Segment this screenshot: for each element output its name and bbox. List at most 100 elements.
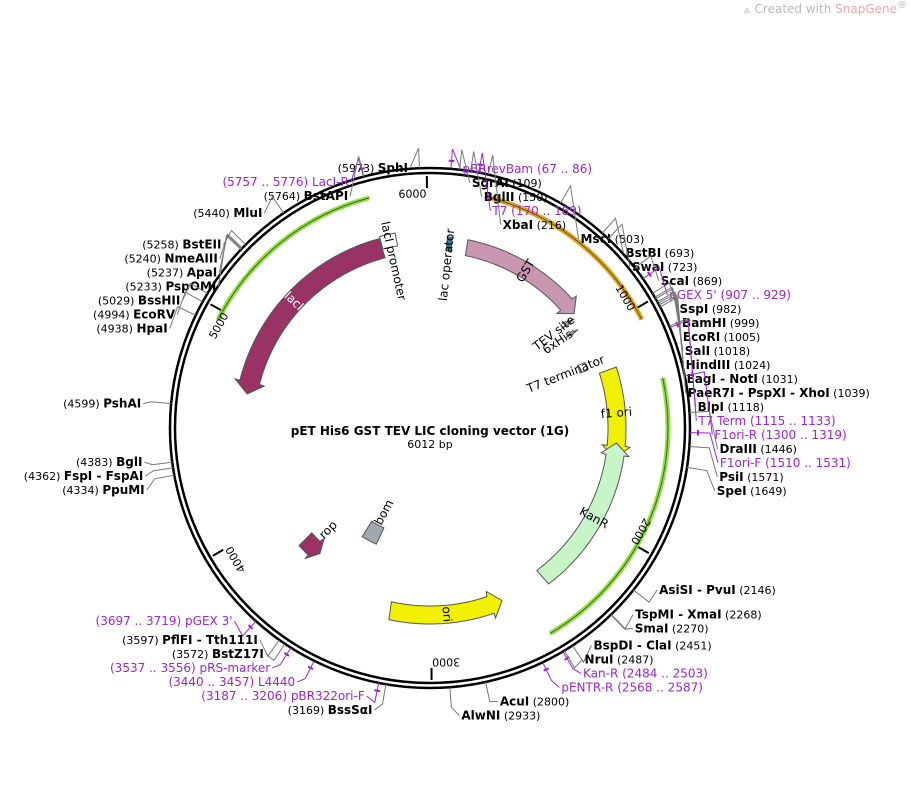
restriction-site-label[interactable]: (5973) SphI	[338, 161, 408, 175]
restriction-site-label[interactable]: TspMI - XmaI (2268)	[635, 607, 761, 621]
site-leader-line	[143, 401, 172, 405]
site-leader-line	[449, 687, 460, 716]
feature-laci-promoter-label: lacI promoter	[378, 220, 409, 302]
site-leader-line	[689, 445, 718, 477]
site-leader-line	[349, 157, 364, 197]
restriction-site-label[interactable]: HindIII (1024)	[686, 358, 771, 372]
backbone-inner-ring	[173, 171, 687, 685]
restriction-site-label[interactable]: BglII (150)	[484, 190, 548, 204]
feature-gst	[464, 239, 577, 315]
restriction-site-label[interactable]: (5233) PspOMI	[125, 280, 216, 294]
restriction-site-label[interactable]: NruI (2487)	[585, 652, 654, 666]
restriction-site-label[interactable]: (4362) FspI - FspAI	[24, 469, 144, 483]
primer-label[interactable]: T7 Term (1115 .. 1133)	[697, 414, 835, 428]
connector-lines	[215, 194, 671, 636]
primer-label[interactable]: (3537 .. 3556) pRS-marker	[110, 661, 270, 675]
restriction-site-label[interactable]: (4383) BglI	[76, 455, 142, 469]
site-leader-line	[219, 233, 243, 259]
primer-label[interactable]: Kan-R (2484 .. 2503)	[583, 666, 708, 680]
feature-ori	[388, 590, 503, 625]
restriction-site-label[interactable]: BamHI (999)	[682, 316, 759, 330]
restriction-site-label[interactable]: SpeI (1649)	[717, 484, 787, 498]
restriction-site-label[interactable]: SalI (1018)	[685, 344, 750, 358]
feature-rop	[298, 532, 326, 560]
restriction-site-label[interactable]: BspDI - ClaI (2451)	[593, 638, 711, 652]
restriction-site-label[interactable]: XbaI (216)	[503, 218, 566, 232]
site-leader-line	[560, 184, 580, 239]
primer-label[interactable]: F1ori-R (1300 .. 1319)	[714, 428, 846, 442]
restriction-site-label[interactable]: (5237) ApaI	[147, 266, 218, 280]
restriction-site-label[interactable]: BstBI (693)	[626, 246, 695, 260]
site-leader-line	[181, 282, 208, 301]
site-leader-line	[470, 151, 483, 197]
restriction-site-label[interactable]: AcuI (2800)	[500, 694, 570, 708]
site-leader-line	[485, 681, 498, 703]
tick-mark	[637, 546, 650, 554]
restriction-site-label[interactable]: (3169) BssSαI	[288, 703, 373, 717]
site-leader-line	[607, 223, 631, 267]
site-leader-line	[689, 410, 718, 449]
restriction-site-label[interactable]: SgrAI (109)	[472, 176, 542, 190]
primer-label[interactable]: (5757 .. 5776) LacI-R	[222, 175, 348, 189]
restriction-site-label[interactable]: (4334) PpuMI	[62, 483, 144, 497]
primer-leader-line	[689, 432, 719, 463]
brand-logo-icon: ⟑	[743, 2, 755, 16]
restriction-site-label[interactable]: (5258) BstEII	[142, 238, 221, 252]
tick-mark	[212, 548, 224, 557]
restriction-site-label[interactable]: (5029) BssHII	[98, 294, 180, 308]
primer-label[interactable]: T7 (170 .. 189)	[491, 204, 581, 218]
site-leader-line	[217, 234, 242, 287]
tick-mark	[637, 300, 649, 309]
restriction-site-label[interactable]: PaeR7I - PspXI - XhoI (1039)	[688, 386, 870, 400]
restriction-site-label[interactable]: (5440) MluI	[193, 206, 262, 220]
restriction-site-label[interactable]: (5240) NmeAIII	[124, 252, 217, 266]
site-leader-line	[686, 467, 716, 492]
feature-lac-operator-label: lac operator	[436, 228, 458, 302]
restriction-site-label[interactable]: EagI - NotI (1031)	[687, 372, 798, 386]
tick-mark	[209, 303, 222, 312]
feature-t7-terminator-label: T7 terminator	[524, 352, 607, 396]
feature-tev-site	[561, 318, 575, 329]
restriction-site-label[interactable]: SspI (982)	[680, 302, 742, 316]
feature-guide-line-core	[486, 196, 643, 320]
site-leader-line	[263, 195, 285, 214]
site-leader-line	[659, 296, 687, 393]
restriction-site-label[interactable]: (3572) BstZ17I	[172, 647, 264, 661]
restriction-site-label[interactable]: EcoRI (1005)	[683, 330, 760, 344]
primer-label[interactable]: (3440 .. 3457) L4440	[168, 675, 295, 689]
site-leader-line	[409, 148, 420, 169]
primer-leader-line	[272, 647, 292, 669]
restriction-site-label[interactable]: (4599) PshAI	[63, 397, 141, 411]
restriction-site-label[interactable]: (3597) PflFI - Tth111I	[122, 633, 258, 647]
primer-label[interactable]: pBRrevBam (67 .. 86)	[463, 162, 593, 176]
feature-guide-line-core	[549, 377, 669, 634]
tick-label: 2000	[628, 516, 653, 547]
restriction-site-label[interactable]: (5764) BstAPI	[264, 189, 349, 203]
restriction-site-label[interactable]: SmaI (2270)	[635, 621, 709, 635]
primer-label[interactable]: (3187 .. 3206) pBR322ori-F	[201, 689, 365, 703]
feature-rop-label: rop	[316, 518, 340, 542]
restriction-site-label[interactable]: (4938) HpaI	[96, 322, 167, 336]
restriction-site-label[interactable]: AsiSI - PvuI (2146)	[659, 583, 776, 597]
site-leader-line	[633, 589, 658, 604]
site-leader-line	[563, 650, 583, 669]
restriction-site-label[interactable]: SwaI (723)	[632, 260, 697, 274]
restriction-site-label[interactable]: (4994) EcoRV	[93, 308, 176, 322]
primer-label[interactable]: pGEX 5' (907 .. 929)	[669, 288, 791, 302]
site-leader-line	[634, 254, 660, 281]
primer-leader-line	[297, 660, 315, 683]
tick-label: 1000	[612, 283, 637, 314]
restriction-site-label[interactable]: DraIII (1446)	[720, 442, 797, 456]
primer-leader-line	[562, 651, 582, 674]
restriction-site-label[interactable]: PsiI (1571)	[719, 470, 783, 484]
restriction-site-label[interactable]: AlwNI (2933)	[461, 708, 540, 722]
feature-guide-line-core	[217, 197, 370, 321]
primer-label[interactable]: F1ori-F (1510 .. 1531)	[720, 456, 851, 470]
primer-leader-line	[542, 662, 560, 688]
feature-ori-label: ori	[439, 606, 454, 623]
site-leader-line	[374, 684, 387, 711]
primer-label[interactable]: pENTR-R (2568 .. 2587)	[561, 680, 703, 694]
primer-label[interactable]: (3697 .. 3719) pGEX 3'	[96, 614, 233, 628]
restriction-site-label[interactable]: BlpI (1118)	[698, 400, 764, 414]
